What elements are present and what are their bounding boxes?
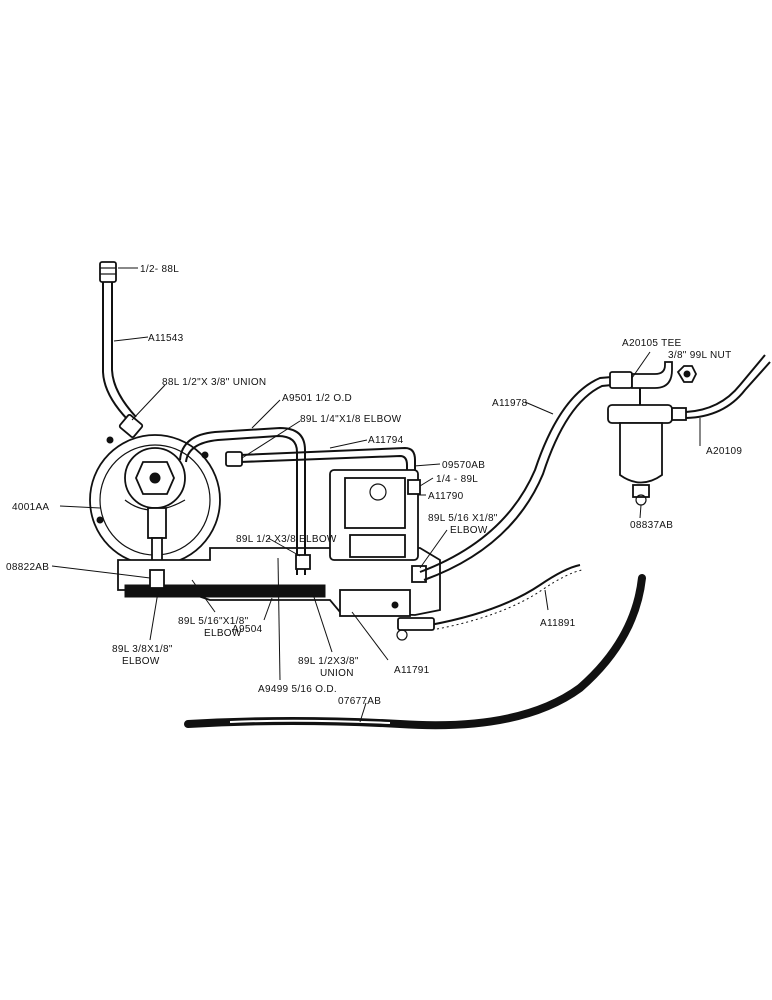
label-88l-union: 88L 1/2"X 3/8" UNION <box>162 377 266 388</box>
label-07677ab: 07677AB <box>338 696 381 707</box>
elbow-89l-1-4 <box>225 451 243 467</box>
label-a9504: A9504 <box>232 624 263 635</box>
label-a11790: A11790 <box>428 491 464 502</box>
elbow-89l-1-2 <box>295 554 311 570</box>
union-88l <box>118 414 144 438</box>
cable-a11891 <box>396 564 583 641</box>
label-08822ab: 08822AB <box>6 562 49 573</box>
label-89l-5-16-elbow-left-line2: ELBOW <box>204 628 242 639</box>
label-1-2-88l: 1/2- 88L <box>140 264 179 275</box>
labels: 1/2- 88L A11543 88L 1/2"X 3/8" UNION A95… <box>6 264 742 707</box>
label-a9501: A9501 1/2 O.D <box>282 393 352 404</box>
label-4001aa: 4001AA <box>12 502 49 513</box>
filter-08837ab <box>607 388 687 506</box>
tee-a20105 <box>609 361 673 389</box>
hose-07677ab <box>184 574 646 730</box>
pipe-a20109 <box>685 354 771 419</box>
nut-99l <box>676 365 698 383</box>
fitting-1-2-88l <box>99 261 117 283</box>
fitting-1-4-89l <box>407 479 421 495</box>
label-a11543: A11543 <box>148 333 184 344</box>
label-a11794: A11794 <box>368 435 404 446</box>
label-89l-5-16-elbow-right-line1: 89L 5/16 X1/8" <box>428 513 498 524</box>
pipe-a11543 <box>102 282 137 421</box>
label-09570ab: 09570AB <box>442 460 485 471</box>
label-89l-1-2x3-8-union-line2: UNION <box>320 668 354 679</box>
label-89l-3-8-elbow-line2: ELBOW <box>122 656 160 667</box>
label-a20109: A20109 <box>706 446 742 457</box>
label-a20105-tee: A20105 TEE <box>622 338 682 349</box>
label-89l-1-2x3-8-union-line1: 89L 1/2X3/8" <box>298 656 359 667</box>
leader-lines <box>51 267 701 723</box>
pump-housing-4001aa <box>89 434 221 579</box>
label-89l-3-8-elbow-line1: 89L 3/8X1/8" <box>112 644 173 655</box>
pipe-a11794 <box>239 446 416 470</box>
manifold-body <box>117 469 441 617</box>
label-a9499: A9499 5/16 O.D. <box>258 684 337 695</box>
label-89l-5-16-elbow-right-line2: ELBOW <box>450 525 488 536</box>
label-3-8-99l-nut: 3/8" 99L NUT <box>668 350 731 361</box>
label-a11891: A11891 <box>540 618 576 629</box>
label-a11791: A11791 <box>394 665 430 676</box>
label-89l-1-4-elbow: 89L 1/4"X1/8 ELBOW <box>300 414 402 425</box>
pipe-a9501 <box>179 426 306 575</box>
label-08837ab: 08837AB <box>630 520 673 531</box>
label-89l-5-16-elbow-left-line1: 89L 5/16"X1/8" <box>178 616 249 627</box>
label-1-4-89l: 1/4 - 89L <box>436 474 478 485</box>
label-89l-1-2-elbow: 89L 1/2 X3/8 ELBOW <box>236 534 337 545</box>
fitting-08822ab <box>149 569 165 589</box>
label-a11978: A11978 <box>492 398 528 409</box>
pipe-a11978 <box>419 376 613 581</box>
